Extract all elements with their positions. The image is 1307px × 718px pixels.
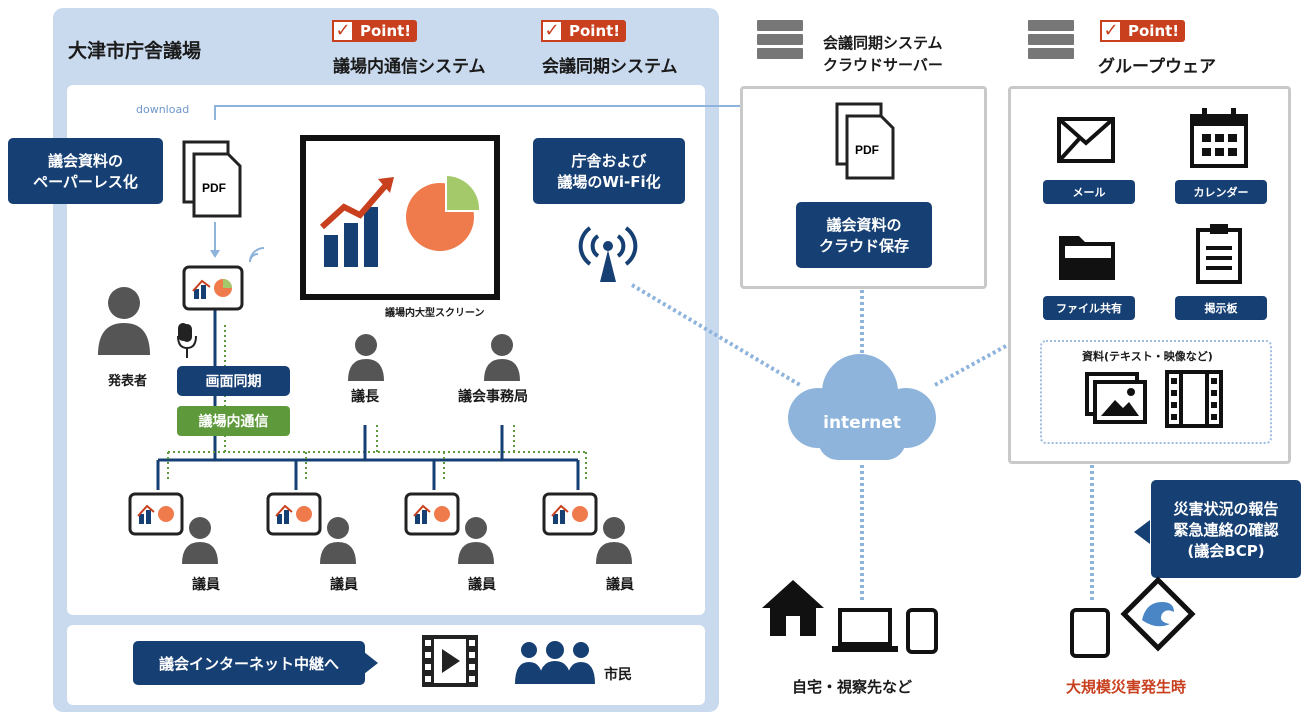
groupware-title: グループウェア: [1098, 57, 1216, 77]
member-label: 議員: [468, 577, 496, 593]
film-icon: [1165, 370, 1223, 428]
mail-button[interactable]: メール: [1043, 180, 1135, 204]
point-badge-2: ✓Point!: [541, 20, 627, 42]
presenter-label: 発表者: [108, 374, 148, 389]
video-film-icon: [422, 635, 478, 687]
cloud-storage-label: 議会資料のクラウド保存: [796, 202, 932, 268]
point-comm-system: 議場内通信システム: [333, 57, 486, 77]
wifi-antenna-icon: [578, 226, 638, 282]
mail-icon: [1057, 117, 1115, 163]
member-person-icon: [182, 517, 218, 564]
arrow-left-icon: [1134, 520, 1150, 544]
presenter-person-icon: [98, 287, 188, 355]
point-badge-3: ✓Point!: [1100, 20, 1186, 42]
member-3: 議員: [404, 492, 524, 602]
svg-text:internet: internet: [823, 413, 901, 433]
wifi-callout: 庁舎および議場のWi-Fi化: [533, 138, 685, 204]
secretariat-person-icon: [484, 334, 520, 381]
tsunami-warning-icon: [1120, 576, 1196, 652]
home-label: 自宅・視察先など: [792, 678, 913, 696]
microphone-icon: [177, 324, 197, 358]
pdf-icon: PDF: [182, 140, 242, 218]
member-tablet-icon: [542, 492, 598, 536]
member-label: 議員: [192, 577, 220, 593]
citizens-label: 市民: [604, 667, 632, 683]
disaster-tablet-icon: [1070, 608, 1110, 658]
member-label: 議員: [330, 577, 358, 593]
point-badge-1: ✓Point!: [332, 20, 418, 42]
venue-title: 大津市庁舎議場: [68, 40, 202, 62]
broadcast-button[interactable]: 議会インターネット中継へ: [133, 641, 365, 685]
disaster-callout: 災害状況の報告緊急連絡の確認(議会BCP): [1151, 480, 1301, 578]
paperless-callout: 議会資料のペーパーレス化: [8, 138, 163, 204]
check-icon: ✓: [1100, 20, 1122, 42]
file-share-button[interactable]: ファイル共有: [1043, 296, 1135, 320]
screen-sync-label: 画面同期: [177, 366, 290, 396]
disaster-label: 大規模災害発生時: [1066, 678, 1187, 696]
arrow-right-icon: [364, 652, 378, 674]
member-1: 議員: [128, 492, 248, 602]
download-label: download: [136, 103, 190, 116]
calendar-icon: [1190, 108, 1248, 168]
board-button[interactable]: 掲示板: [1175, 296, 1267, 320]
groupware-server-icon: [1028, 20, 1074, 62]
clipboard-icon: [1196, 224, 1242, 284]
member-tablet-icon: [266, 492, 322, 536]
member-tablet-icon: [128, 492, 184, 536]
big-screen-label: 議場内大型スクリーン: [385, 308, 485, 319]
internet-cloud-icon: internet: [788, 354, 936, 460]
folder-icon: [1059, 236, 1115, 280]
home-icon: [762, 580, 824, 636]
materials-label: 資料(テキスト・映像など): [1082, 350, 1213, 363]
member-person-icon: [458, 517, 494, 564]
materials-box: [1040, 340, 1272, 444]
member-label: 議員: [606, 577, 634, 593]
member-tablet-icon: [404, 492, 460, 536]
member-person-icon: [596, 517, 632, 564]
wireless-signal-icon: [249, 247, 265, 263]
tablet-icon: [906, 608, 938, 654]
laptop-icon: [832, 608, 898, 652]
chair-person-icon: [348, 334, 384, 381]
big-screen-icon: [300, 135, 500, 300]
member-2: 議員: [266, 492, 386, 602]
svg-text:PDF: PDF: [202, 181, 226, 195]
server-icon: [757, 20, 803, 62]
server-title-2: クラウドサーバー: [823, 56, 943, 74]
presenter-tablet-icon: [182, 265, 244, 311]
image-icon: [1085, 372, 1147, 424]
hall-comm-label: 議場内通信: [177, 406, 290, 436]
check-icon: ✓: [332, 20, 354, 42]
point-sync-system: 会議同期システム: [542, 57, 678, 77]
member-person-icon: [320, 517, 356, 564]
cloud-pdf-icon: PDF: [835, 102, 895, 180]
citizens-group-icon: [515, 641, 595, 684]
check-icon: ✓: [541, 20, 563, 42]
member-4: 議員: [542, 492, 662, 602]
server-title-1: 会議同期システム: [823, 34, 943, 52]
svg-text:PDF: PDF: [855, 143, 879, 157]
chair-label: 議長: [351, 389, 379, 405]
calendar-button[interactable]: カレンダー: [1175, 180, 1267, 204]
secretariat-label: 議会事務局: [458, 389, 528, 405]
